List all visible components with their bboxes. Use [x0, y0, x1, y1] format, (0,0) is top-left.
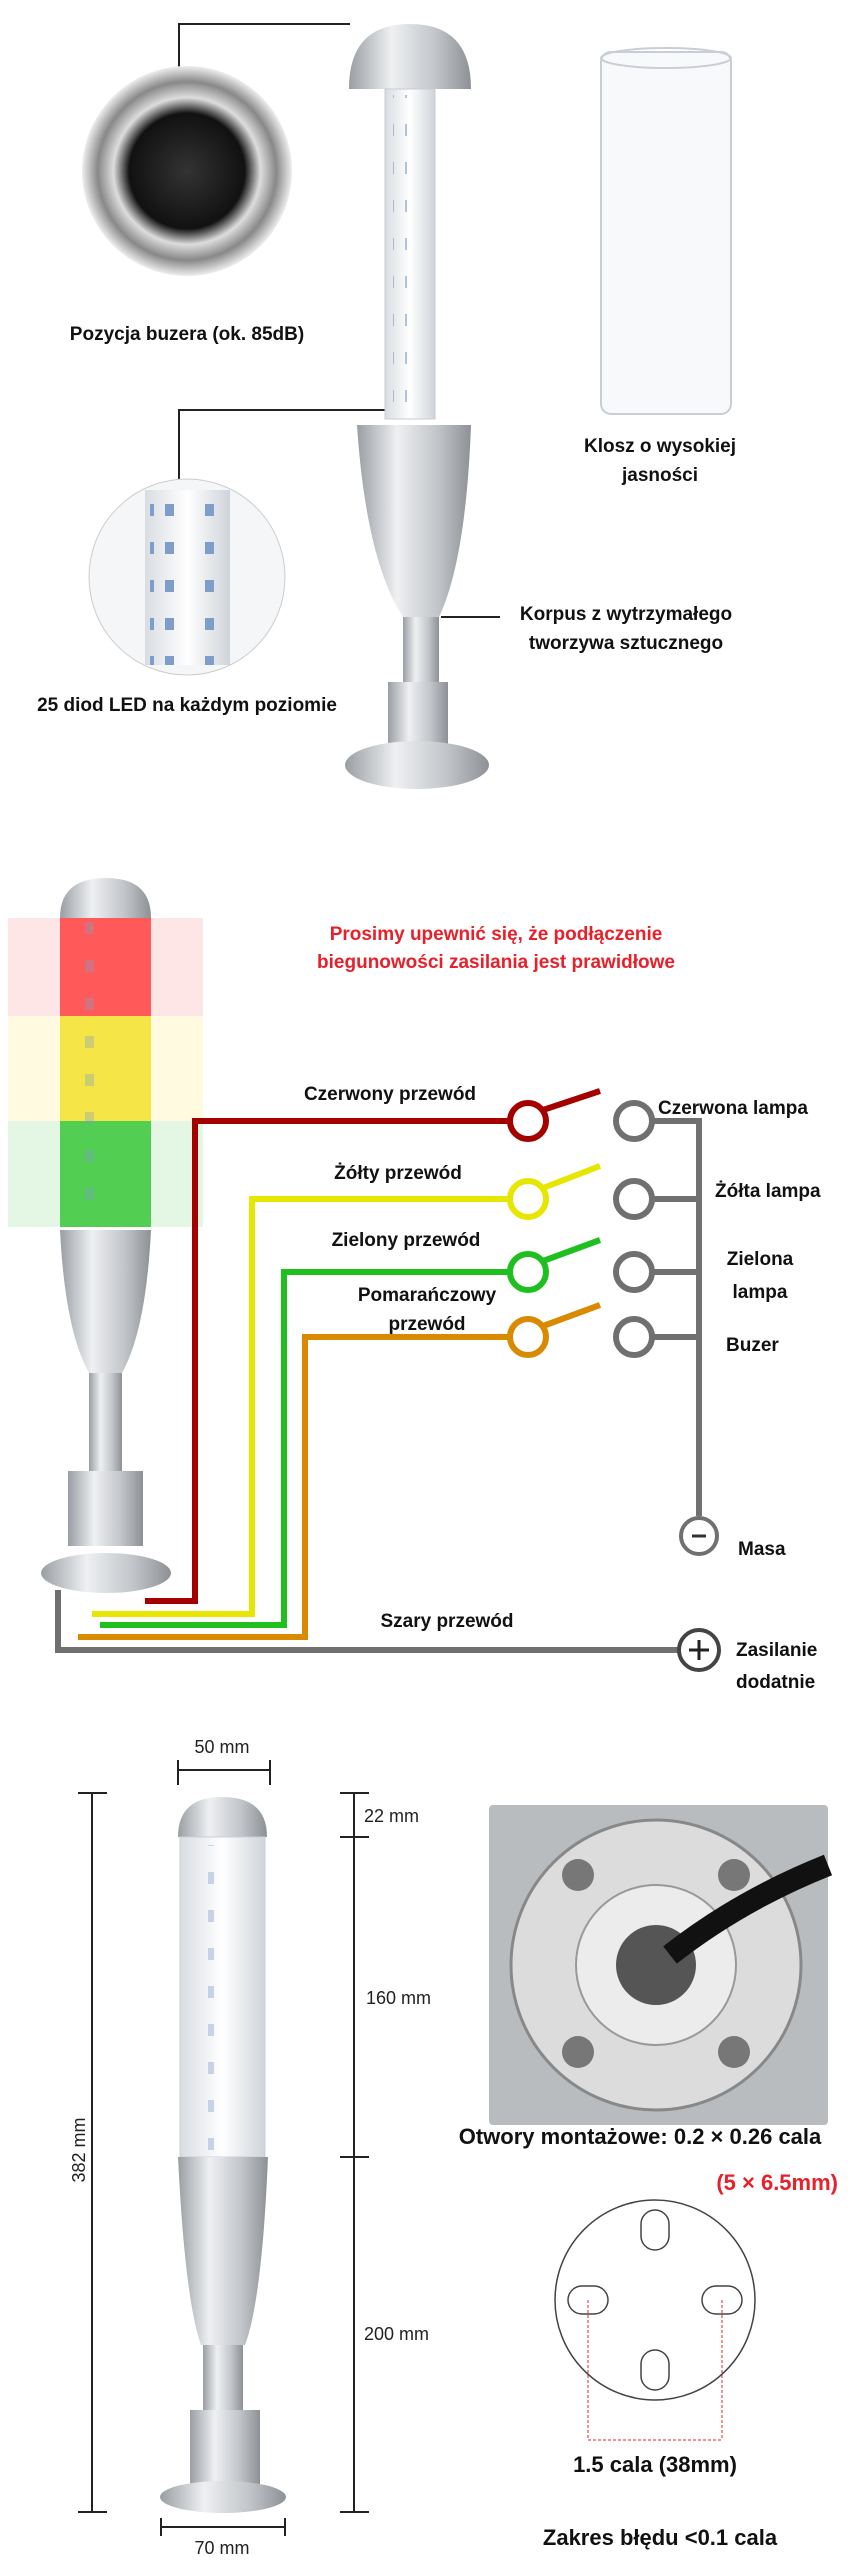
- orange-wire: [78, 1334, 508, 1640]
- dimension-lines: [78, 1760, 369, 2536]
- red-switch-arm: [542, 1088, 601, 1113]
- orange-switch-arm: [541, 1302, 602, 1329]
- polarity-warning-line1: Prosimy upewnić się, że podłączenie: [330, 924, 663, 945]
- green-wire-label: Zielony przewód: [332, 1230, 481, 1251]
- orange-switch-contact: [507, 1316, 549, 1358]
- polarity-warning-line2: biegunowości zasilania jest prawidłowe: [317, 952, 675, 973]
- yellow-lamp-label: Żółta lampa: [715, 1181, 821, 1202]
- green-wire: [100, 1269, 508, 1628]
- lens-label-line2: jasności: [621, 465, 698, 486]
- total-height-label: 382 mm: [69, 2117, 89, 2182]
- ground-minus-icon: [679, 1516, 719, 1556]
- buzzer-terminal: [613, 1316, 655, 1358]
- red-wire: [145, 1118, 508, 1604]
- common-ground-bus: [652, 1118, 702, 1516]
- feature-section: Pozycja buzera (ok. 85dB) 25 diod LED na…: [37, 23, 736, 789]
- base-width-label: 70 mm: [194, 2538, 249, 2558]
- yellow-switch-arm: [541, 1163, 602, 1191]
- green-switch-contact: [507, 1251, 549, 1293]
- wiring-section: Prosimy upewnić się, że podłączenie bieg…: [8, 878, 821, 1693]
- lit-tower-light-image: [8, 878, 203, 1593]
- buzzer-label: Pozycja buzera (ok. 85dB): [70, 324, 304, 345]
- positive-label-line1: Zasilanie: [736, 1640, 817, 1661]
- buzzer-closeup-image: [82, 66, 292, 276]
- red-switch-contact: [507, 1100, 549, 1142]
- body-label-line1: Korpus z wytrzymałego: [520, 604, 732, 625]
- mounting-base-photo: [489, 1805, 833, 2125]
- positive-plus-icon: [677, 1628, 721, 1672]
- red-lamp-terminal: [613, 1100, 655, 1142]
- tower-light-image: [345, 24, 489, 789]
- lens-height-label: 160 mm: [366, 1988, 431, 2008]
- yellow-switch-contact: [507, 1178, 549, 1220]
- green-lamp-terminal: [613, 1251, 655, 1293]
- orange-wire-label-line1: Pomarańczowy: [358, 1285, 497, 1306]
- gray-wire-label: Szary przewód: [380, 1611, 513, 1632]
- dimension-tower-image: [160, 1797, 286, 2513]
- green-lamp-label-line2: lampa: [733, 1282, 788, 1303]
- cap-height-label: 22 mm: [364, 1806, 419, 1826]
- top-width-label: 50 mm: [194, 1737, 249, 1757]
- lens-label-line1: Klosz o wysokiej: [584, 436, 736, 457]
- yellow-lamp-terminal: [613, 1178, 655, 1220]
- mounting-holes-mm-label: (5 × 6.5mm): [716, 2170, 838, 2195]
- dimensions-section: 50 mm 382 mm 22 mm 160 mm 200 mm 70 mm: [69, 1737, 838, 2558]
- yellow-wire: [92, 1196, 508, 1617]
- yellow-wire-label: Żółty przewód: [334, 1163, 462, 1184]
- orange-wire-label-line2: przewód: [388, 1314, 465, 1335]
- hole-pattern-drawing: [554, 2199, 756, 2441]
- buzzer-callout-line: [178, 23, 350, 70]
- ground-label: Masa: [738, 1539, 786, 1560]
- led-label: 25 diod LED na każdym poziomie: [37, 695, 337, 716]
- red-wire-label: Czerwony przewód: [304, 1084, 476, 1105]
- led-callout-line: [178, 409, 400, 479]
- positive-label-line2: dodatnie: [736, 1672, 815, 1693]
- mounting-holes-label: Otwory montażowe: 0.2 × 0.26 cala: [459, 2124, 822, 2149]
- green-switch-arm: [541, 1237, 602, 1264]
- led-closeup-image: [88, 478, 286, 676]
- body-height-label: 200 mm: [364, 2324, 429, 2344]
- green-lamp-label-line1: Zielona: [727, 1249, 794, 1270]
- red-lamp-label: Czerwona lampa: [658, 1098, 808, 1119]
- buzzer-output-label: Buzer: [726, 1335, 779, 1356]
- hole-spacing-label: 1.5 cala (38mm): [573, 2452, 737, 2477]
- clear-lens-image: [600, 47, 732, 415]
- tolerance-label: Zakres błędu <0.1 cala: [543, 2525, 778, 2550]
- gray-wire: [55, 1590, 679, 1653]
- body-label-line2: tworzywa sztucznego: [529, 633, 723, 654]
